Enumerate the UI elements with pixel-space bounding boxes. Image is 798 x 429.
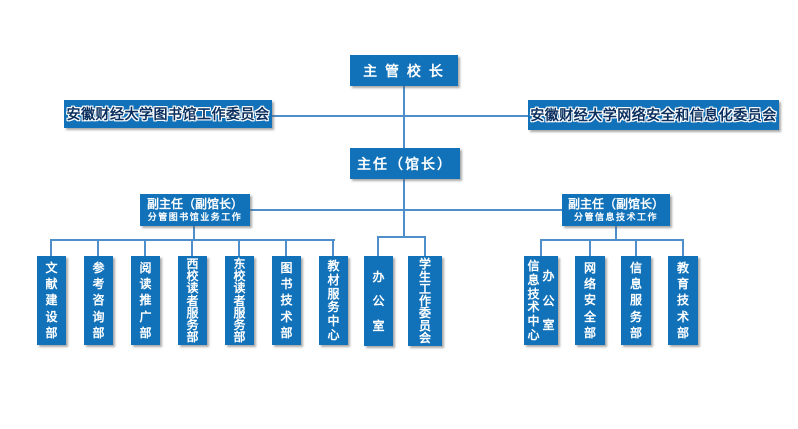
dept-label-column: 网络安全部 xyxy=(583,261,596,340)
connector xyxy=(250,209,562,211)
connector xyxy=(540,239,684,241)
connector xyxy=(144,239,146,256)
connector xyxy=(403,86,405,148)
dept-label-column: 阅读推广部 xyxy=(139,261,152,340)
node-deputy-information-technology: 副主任（副馆长） 分管信息技术工作 xyxy=(562,194,670,226)
connector xyxy=(540,239,542,256)
dept-label-column: 办公室 xyxy=(542,269,555,332)
connector xyxy=(635,239,637,256)
connector xyxy=(377,236,379,257)
connector xyxy=(424,236,426,257)
dept-box: 学生工作委员会 xyxy=(408,256,442,346)
node-chancellor: 主 管 校 长 xyxy=(350,55,458,86)
connector xyxy=(191,239,193,256)
deputy-title: 副主任（副馆长） xyxy=(146,196,243,211)
dept-box: 文献建设部 xyxy=(37,256,66,345)
dept-box: 参考咨询部 xyxy=(84,256,113,345)
dept-box: 东校读者服务部 xyxy=(225,256,254,345)
connector xyxy=(193,226,195,240)
dept-box: 图书技术部 xyxy=(272,256,301,345)
dept-label-column: 办公室 xyxy=(372,269,385,333)
dept-box: 教材服务中心 xyxy=(319,256,348,345)
node-committee-library: 安徽财经大学图书馆工作委员会 xyxy=(64,100,272,128)
connector xyxy=(332,239,334,256)
node-deputy-library-business: 副主任（副馆长） 分管图书馆业务工作 xyxy=(140,194,250,226)
dept-label-column: 西校读者服务部 xyxy=(186,257,199,344)
connector xyxy=(272,115,528,117)
deputy-subtitle: 分管图书馆业务工作 xyxy=(147,211,243,222)
dept-label-column: 东校读者服务部 xyxy=(233,257,246,344)
connector xyxy=(615,226,617,240)
dept-box: 办公室 xyxy=(364,256,393,346)
connector xyxy=(682,239,684,256)
connector xyxy=(238,239,240,256)
dept-box: 信息服务部 xyxy=(621,256,651,345)
dept-label-column: 信息技术中心 xyxy=(527,258,540,343)
node-committee-network-security: 安徽财经大学网络安全和信息化委员会 xyxy=(528,100,779,130)
connector xyxy=(589,239,591,256)
dept-box: 教育技术部 xyxy=(668,256,698,345)
dept-label-column: 教材服务中心 xyxy=(327,258,340,343)
dept-label-column: 信息服务部 xyxy=(629,261,642,340)
deputy-subtitle: 分管信息技术工作 xyxy=(573,211,658,222)
dept-label-column: 文献建设部 xyxy=(45,261,58,340)
dept-label-column: 参考咨询部 xyxy=(92,261,105,340)
connector xyxy=(97,239,99,256)
dept-box: 信息技术中心办公室 xyxy=(524,256,558,345)
node-director: 主任（馆长） xyxy=(350,148,460,179)
connector xyxy=(285,239,287,256)
dept-box: 网络安全部 xyxy=(575,256,605,345)
dept-label-column: 图书技术部 xyxy=(280,261,293,340)
connector xyxy=(50,239,52,256)
connector xyxy=(377,236,426,238)
deputy-title: 副主任（副馆长） xyxy=(567,196,664,211)
dept-box: 西校读者服务部 xyxy=(178,256,207,345)
dept-label-column: 学生工作委员会 xyxy=(418,257,431,345)
connector xyxy=(403,179,405,237)
dept-box: 阅读推广部 xyxy=(131,256,160,345)
dept-label-column: 教育技术部 xyxy=(676,261,689,340)
